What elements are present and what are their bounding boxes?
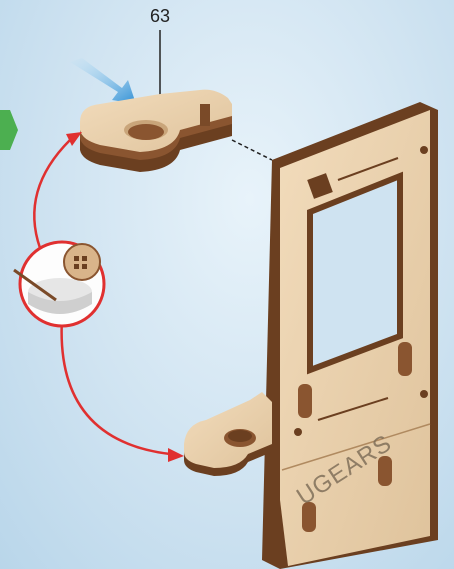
glue-arrow-up-head [66, 132, 82, 146]
main-frame [262, 102, 438, 569]
blue-arrow-icon [70, 58, 136, 104]
part-number-label: 63 [145, 6, 175, 27]
glue-arrow-down-head [168, 448, 184, 462]
mounted-part [184, 392, 272, 476]
part-63 [80, 90, 232, 172]
glue-arrow-down [62, 318, 170, 454]
guide-dashed-line [232, 140, 272, 160]
glue-arrow-up [34, 140, 70, 248]
green-hexagon-icon [0, 110, 18, 150]
gear-piece-icon [64, 244, 100, 280]
